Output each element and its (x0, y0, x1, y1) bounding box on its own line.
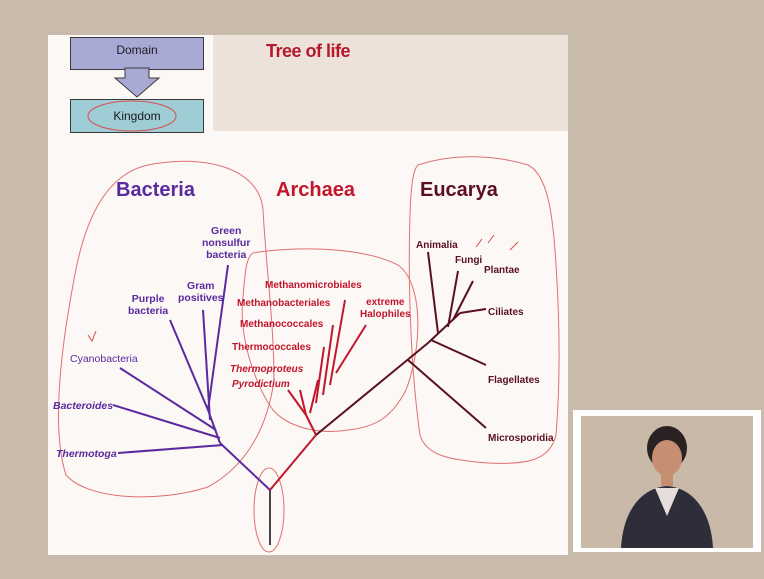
bacteria-heading: Bacteria (116, 179, 195, 202)
label-fungi: Fungi (455, 255, 482, 267)
label-thermococcales: Thermococcales (232, 342, 311, 354)
label-methanobacteriales: Methanobacteriales (237, 298, 330, 310)
down-arrow (115, 68, 159, 97)
presenter-image (581, 416, 753, 548)
tree-diagram (48, 35, 568, 555)
eucarya-heading: Eucarya (420, 179, 498, 202)
label-microsporidia: Microsporidia (488, 433, 554, 445)
label-ciliates: Ciliates (488, 307, 524, 319)
label-plantae: Plantae (484, 265, 520, 277)
kingdom-annotation (88, 101, 176, 131)
label-animalia: Animalia (416, 240, 458, 252)
webcam-overlay (573, 410, 761, 552)
webcam-video (581, 416, 753, 548)
label-pyrodictium: Pyrodictium (232, 379, 290, 391)
label-methanococcales: Methanococcales (240, 319, 323, 331)
label-cyanobacteria: Cyanobacteria (70, 353, 138, 365)
label-bacteroides: Bacteroides (53, 400, 113, 412)
label-methanomicrobiales: Methanomicrobiales (265, 280, 362, 292)
slide: Tree of life Domain Kingdom (48, 35, 568, 555)
label-thermoproteus: Thermoproteus (230, 364, 303, 376)
label-thermotoga: Thermotoga (56, 448, 117, 460)
archaea-heading: Archaea (276, 179, 355, 202)
label-flagellates: Flagellates (488, 375, 540, 387)
